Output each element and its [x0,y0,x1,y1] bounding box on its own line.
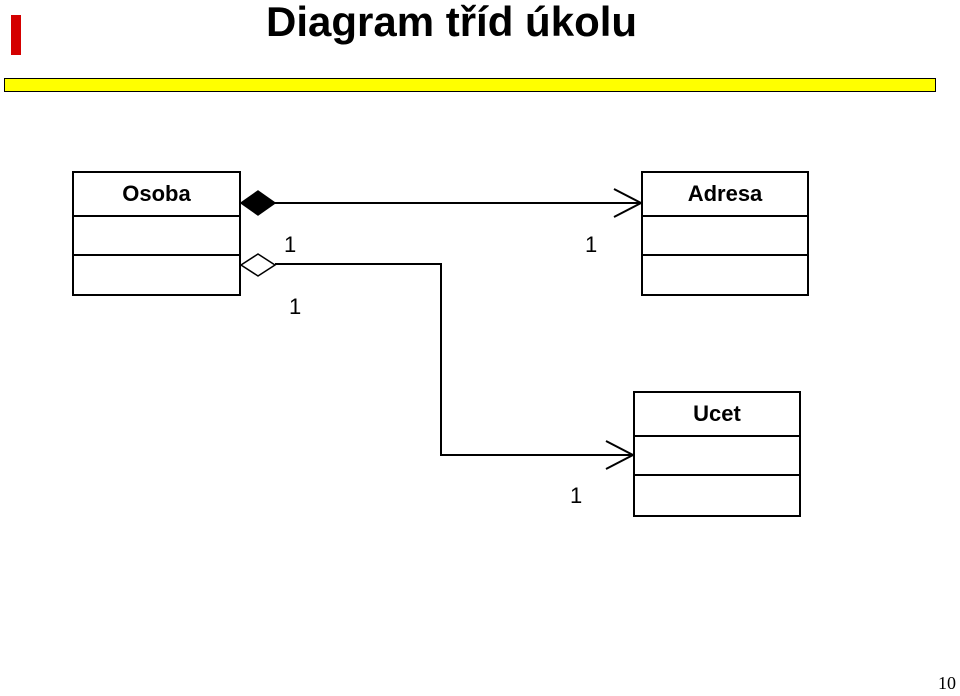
aggregation-target-multiplicity: 1 [570,483,583,508]
class-ucet: Ucet [633,391,801,517]
aggregation-source-multiplicity: 1 [289,294,302,319]
class-ucet-attributes [635,437,799,476]
aggregation-association [239,253,636,470]
class-adresa-attributes [643,217,807,256]
class-osoba: Osoba [72,171,241,296]
title-underline-band [4,78,936,92]
class-osoba-operations [74,256,239,293]
class-adresa-operations [643,256,807,293]
aggregation-line [275,263,633,456]
page-title: Diagram tříd úkolu [266,0,638,45]
class-adresa-name: Adresa [643,173,807,217]
page-number: 10 [938,673,956,693]
class-osoba-attributes [74,217,239,256]
composition-source-multiplicity: 1 [284,232,297,257]
class-adresa: Adresa [641,171,809,296]
aggregation-diamond [239,253,277,277]
class-osoba-name: Osoba [74,173,239,217]
class-ucet-name: Ucet [635,393,799,437]
composition-association [239,188,644,218]
title-accent-bar [11,15,21,55]
composition-diamond [239,190,277,216]
composition-target-multiplicity: 1 [585,232,598,257]
class-ucet-operations [635,476,799,513]
